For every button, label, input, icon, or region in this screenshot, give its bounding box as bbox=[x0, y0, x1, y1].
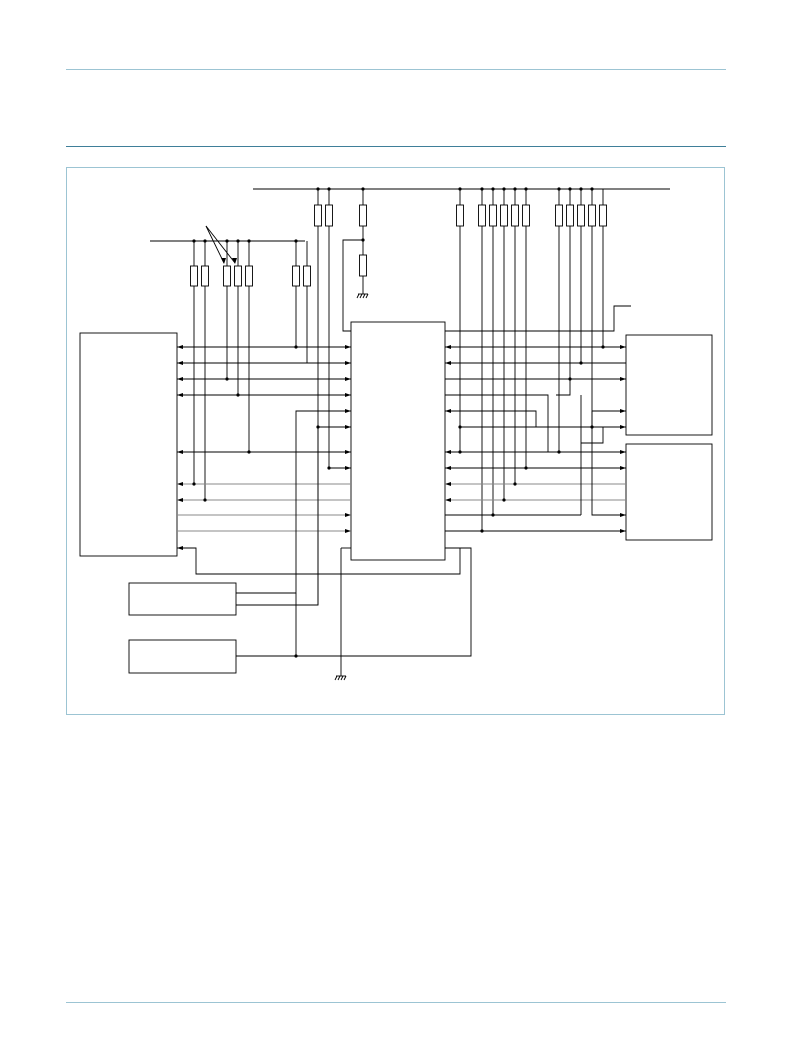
ground-symbol-upper bbox=[356, 293, 369, 299]
left-pullup-resistors bbox=[190, 241, 311, 500]
left-device-block bbox=[79, 332, 178, 557]
header-rule bbox=[66, 69, 726, 70]
left-bus-junctions bbox=[192, 345, 331, 658]
left-bus-lines bbox=[177, 346, 351, 657]
right-device-block-upper bbox=[625, 334, 713, 436]
ic-to-lower-block-line bbox=[296, 547, 472, 657]
upper-rail-junctions bbox=[316, 187, 594, 242]
figure-frame bbox=[66, 167, 725, 715]
central-ic-block bbox=[350, 321, 446, 561]
lower-left-block-1 bbox=[128, 582, 237, 616]
right-device-block-lower bbox=[625, 443, 713, 541]
right-bus-lines bbox=[445, 305, 631, 532]
right-bus-junctions bbox=[458, 345, 605, 533]
lower-left-block-2 bbox=[128, 639, 237, 674]
left-bus-arrows bbox=[177, 345, 351, 533]
right-bus-arrows bbox=[445, 345, 626, 533]
footer-rule bbox=[66, 1002, 726, 1003]
annotation-leader bbox=[205, 225, 237, 264]
section-rule bbox=[66, 146, 726, 147]
ground-symbol-lower bbox=[334, 547, 351, 681]
return-line-to-left-block bbox=[177, 547, 461, 575]
left-rail-junctions bbox=[192, 239, 298, 243]
